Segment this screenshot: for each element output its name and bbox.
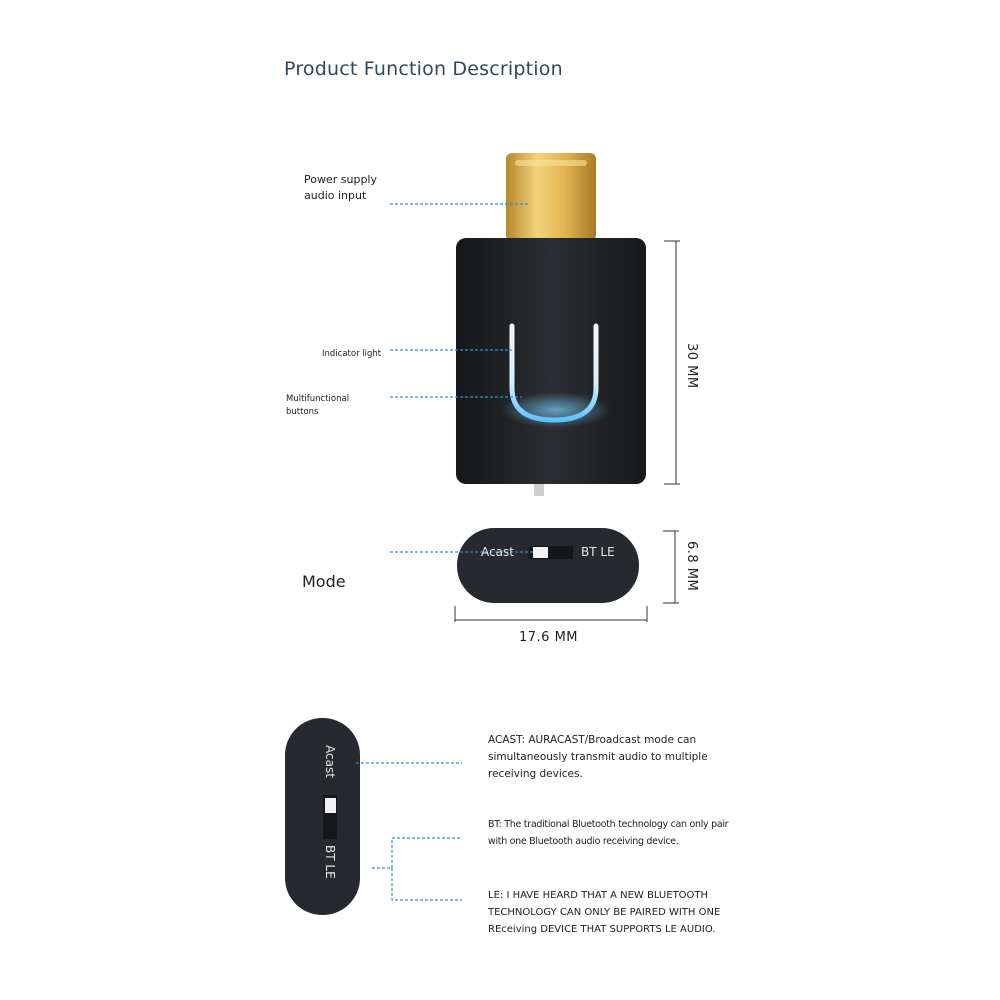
le-line-2: TECHNOLOGY CAN ONLY BE PAIRED WITH ONE [488, 907, 721, 918]
bt-line-2: with one Bluetooth audio receiving devic… [488, 836, 679, 847]
acast-line-3: receiving devices. [488, 768, 583, 780]
thickness-dimension: 6.8 MM [684, 541, 699, 592]
height-dimension: 30 MM [684, 343, 699, 389]
side-label-acast: Acast [323, 745, 337, 778]
u-indicator-icon [509, 323, 599, 423]
power-supply-label: Power supply audio input [304, 172, 377, 204]
acast-line-1: ACAST: AURACAST/Broadcast mode can [488, 734, 697, 746]
device-end-view [457, 528, 639, 603]
mode-label: Mode [302, 572, 346, 591]
mode-switch-knob [533, 547, 548, 558]
le-description: LE: I HAVE HEARD THAT A NEW BLUETOOTH TE… [488, 887, 720, 938]
device-side-view [285, 718, 360, 915]
le-line-1: LE: I HAVE HEARD THAT A NEW BLUETOOTH [488, 890, 709, 901]
bt-description: BT: The traditional Bluetooth technology… [488, 816, 729, 850]
switch-label-acast: Acast [481, 545, 514, 559]
multi-label-line-2: buttons [286, 407, 319, 417]
le-line-3: REceiving DEVICE THAT SUPPORTS LE AUDIO. [488, 924, 716, 935]
usb-c-connector [506, 153, 596, 241]
device-body [456, 238, 646, 484]
acast-line-2: simultaneously transmit audio to multipl… [488, 751, 708, 763]
power-label-line-1: Power supply [304, 173, 377, 186]
multi-label-line-1: Multifunctional [286, 394, 350, 404]
switch-label-bt-le: BT LE [581, 545, 615, 559]
acast-description: ACAST: AURACAST/Broadcast mode can simul… [488, 732, 708, 783]
power-label-line-2: audio input [304, 189, 367, 202]
width-dimension: 17.6 MM [519, 630, 579, 645]
indicator-light-label: Indicator light [322, 349, 382, 359]
bt-line-1: BT: The traditional Bluetooth technology… [488, 819, 729, 830]
multifunctional-buttons-label: Multifunctional buttons [286, 393, 349, 419]
side-switch-knob [325, 798, 336, 813]
page-title: Product Function Description [284, 58, 563, 80]
side-label-bt-le: BT LE [323, 845, 337, 879]
